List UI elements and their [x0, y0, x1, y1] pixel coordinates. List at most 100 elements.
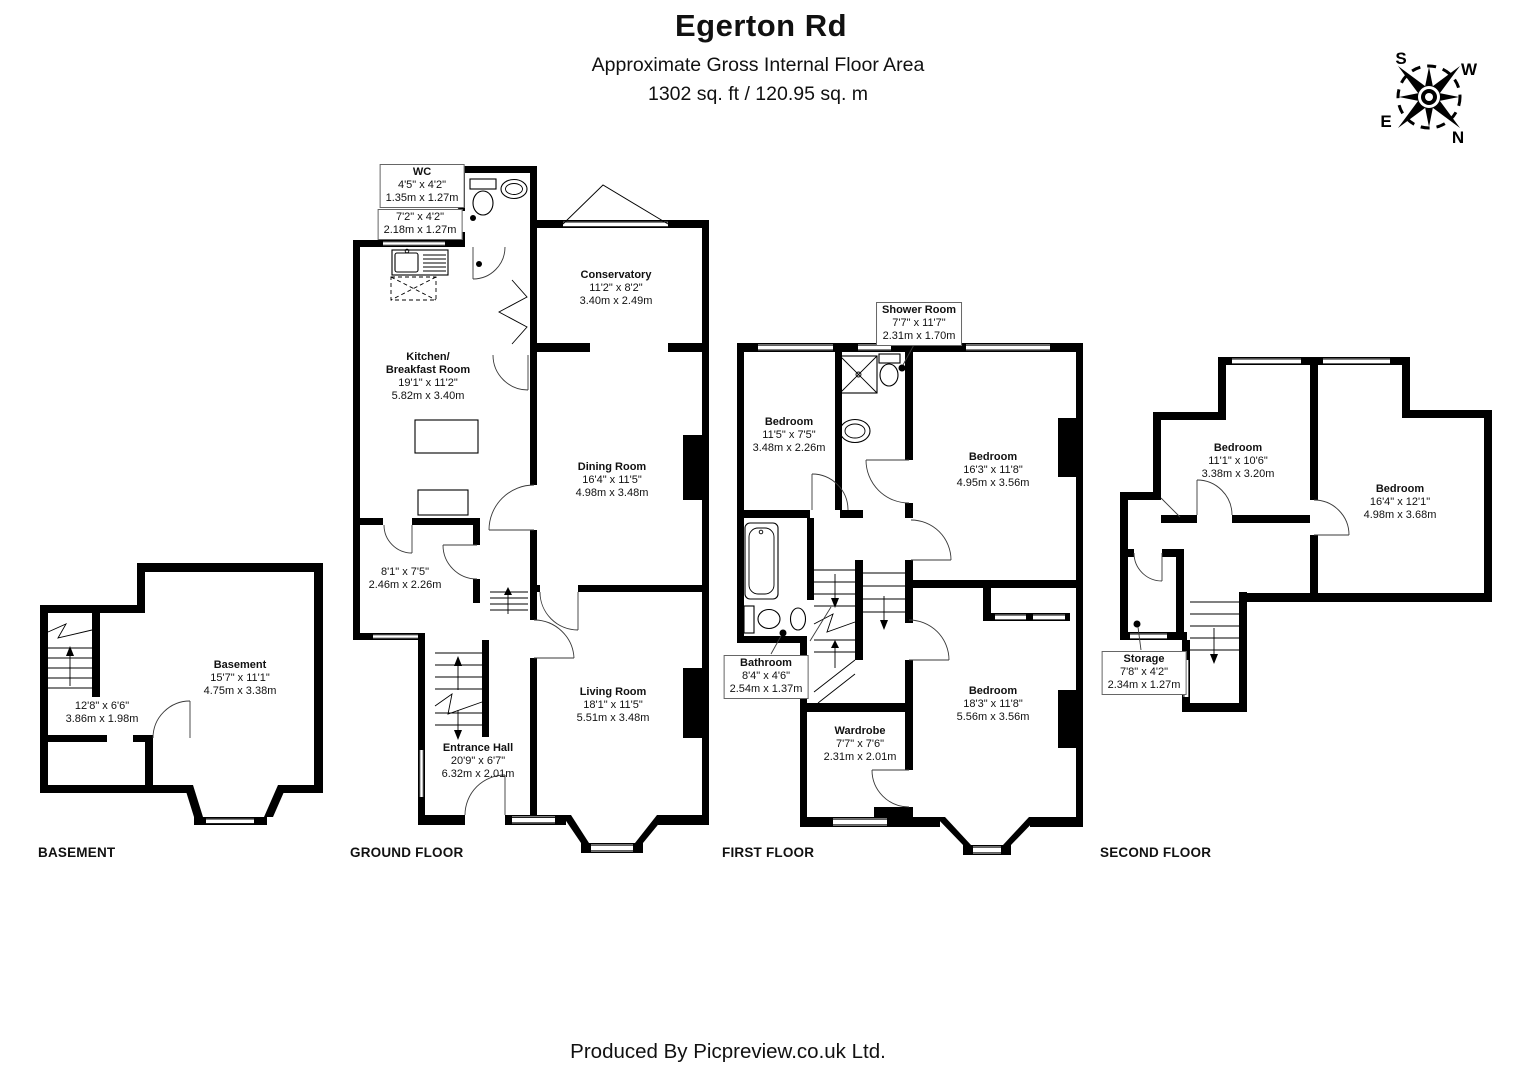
room-dims-metric: 5.51m x 3.48m — [576, 712, 650, 724]
kitchen-sink-icon — [391, 248, 449, 276]
toilet-icon — [878, 353, 901, 387]
caption-second-floor: SECOND FLOOR — [1100, 845, 1212, 860]
toilet-icon — [743, 605, 781, 634]
room-dims-imperial: 8'1" x 7'5" — [380, 566, 430, 578]
room-dims-metric: 3.40m x 2.49m — [579, 295, 653, 307]
room-name: Bedroom — [968, 685, 1018, 697]
room-name: Bedroom — [764, 416, 814, 428]
room-name: Living Room — [579, 686, 647, 698]
door-arc — [152, 700, 191, 739]
ground-stairs-icon — [434, 652, 483, 740]
ground-floorplan — [353, 166, 709, 853]
room-label-living-room: Living Room 18'1" x 11'5" 5.51m x 3.48m — [577, 686, 650, 725]
ground-bay-window — [562, 815, 709, 853]
room-dims-imperial: 19'1" x 11'2" — [398, 377, 458, 389]
basement-bay-window — [184, 785, 287, 825]
wash-basin-icon — [789, 607, 807, 631]
compass-letter-e: E — [1380, 112, 1391, 131]
room-label-wc: WC 4'5" x 4'2" 1.35m x 1.27m — [379, 164, 465, 208]
room-name: Storage — [1123, 653, 1165, 665]
room-label-conservatory: Conservatory 11'2" x 8'2" 3.40m x 2.49m — [580, 269, 653, 308]
first-walls — [737, 343, 1083, 827]
subtitle-floor-area: Approximate Gross Internal Floor Area — [591, 54, 925, 76]
room-label-entrance-hall: Entrance Hall 20'9" x 6'7" 6.32m x 2.01m — [442, 742, 515, 781]
room-dims-imperial: 18'1" x 11'5" — [583, 699, 643, 711]
compass-letter-s: S — [1395, 49, 1406, 68]
room-name: Dining Room — [577, 461, 647, 473]
room-label-wc-lobby: 7'2" x 4'2" 2.18m x 1.27m — [377, 209, 463, 240]
kitchen-table — [414, 419, 479, 454]
room-dims-metric: 2.31m x 1.70m — [882, 330, 956, 342]
room-dims-imperial: 7'8" x 4'2" — [1119, 666, 1169, 678]
first-floorplan — [737, 340, 1083, 855]
room-name: Bedroom — [1213, 442, 1263, 454]
compass-letter-w: W — [1461, 60, 1478, 79]
room-label-basement: Basement 15'7" x 11'1" 4.75m x 3.38m — [204, 659, 277, 698]
first-bay-window — [936, 817, 1083, 855]
compass-rose-icon: S W E N — [1380, 49, 1478, 147]
room-dims-imperial: 7'7" x 7'6" — [835, 738, 885, 750]
room-dims-metric: 3.38m x 3.20m — [1201, 468, 1275, 480]
room-dims-metric: 2.31m x 2.01m — [823, 751, 897, 763]
wash-basin-icon — [500, 178, 528, 200]
room-dims-metric: 2.34m x 1.27m — [1107, 679, 1181, 691]
room-name: Bathroom — [740, 657, 792, 669]
room-dims-imperial: 7'7" x 11'7" — [892, 317, 946, 329]
room-dims-imperial: 16'4" x 12'1" — [1369, 496, 1431, 508]
room-label-rear-hall: 8'1" x 7'5" 2.46m x 2.26m — [369, 566, 442, 592]
room-label-dining-room: Dining Room 16'4" x 11'5" 4.98m x 3.48m — [576, 461, 649, 500]
room-dims-metric: 3.48m x 2.26m — [752, 442, 826, 454]
room-label-shower-room: Shower Room 7'7" x 11'7" 2.31m x 1.70m — [876, 302, 962, 346]
ground-walls — [353, 166, 709, 825]
room-label-bedroom-1: Bedroom 11'5" x 7'5" 3.48m x 2.26m — [753, 416, 826, 455]
room-dims-imperial: 4'5" x 4'2" — [397, 179, 447, 191]
kitchen-counter — [417, 489, 469, 516]
caption-basement: BASEMENT — [38, 845, 116, 860]
second-walls — [1120, 357, 1492, 712]
room-dims-metric: 4.98m x 3.68m — [1363, 509, 1437, 521]
room-label-bedroom-3: Bedroom 18'3" x 11'8" 5.56m x 3.56m — [957, 685, 1030, 724]
room-dims-metric: 6.32m x 2.01m — [441, 768, 515, 780]
room-label-bedroom-4: Bedroom 11'1" x 10'6" 3.38m x 3.20m — [1202, 442, 1275, 481]
door-arcs-second — [1133, 479, 1350, 651]
room-dims-imperial: 18'3" x 11'8" — [963, 698, 1023, 710]
compass-letter-n: N — [1452, 128, 1464, 147]
room-dims-imperial: 12'8" x 6'6" — [74, 700, 130, 712]
second-stairs-icon — [1190, 601, 1239, 664]
room-dims-metric: 4.75m x 3.38m — [203, 685, 277, 697]
wash-basin-icon — [839, 418, 871, 444]
room-dims-metric: 3.86m x 1.98m — [65, 713, 139, 725]
room-name-line2: Breakfast Room — [385, 364, 471, 376]
caption-ground-floor: GROUND FLOOR — [350, 845, 464, 860]
basement-walls — [40, 563, 323, 793]
room-name: Kitchen/ — [406, 351, 450, 363]
room-name: Conservatory — [580, 269, 652, 281]
room-dims-metric: 5.56m x 3.56m — [956, 711, 1030, 723]
room-dims-metric: 5.82m x 3.40m — [391, 390, 465, 402]
basement-floorplan — [40, 563, 323, 825]
shower-tray-icon — [839, 355, 878, 394]
caption-first-floor: FIRST FLOOR — [722, 845, 815, 860]
room-dims-imperial: 16'4" x 11'5" — [582, 474, 642, 486]
basement-stairs-icon — [47, 623, 93, 689]
room-name: Entrance Hall — [442, 742, 514, 754]
room-label-bedroom-2: Bedroom 16'3" x 11'8" 4.95m x 3.56m — [957, 451, 1030, 490]
room-dims-metric: 2.18m x 1.27m — [383, 224, 457, 236]
second-floorplan — [1120, 357, 1492, 712]
first-stairs-icon — [813, 569, 905, 704]
room-dims-metric: 4.95m x 3.56m — [956, 477, 1030, 489]
room-name: Shower Room — [882, 304, 956, 316]
room-dims-imperial: 16'3" x 11'8" — [963, 464, 1023, 476]
room-label-bedroom-5: Bedroom 16'4" x 12'1" 4.98m x 3.68m — [1364, 483, 1437, 522]
room-name: Wardrobe — [834, 725, 886, 737]
room-dims-imperial: 11'2" x 8'2" — [589, 282, 643, 294]
room-name: Bedroom — [968, 451, 1018, 463]
room-dims-metric: 1.35m x 1.27m — [385, 192, 459, 204]
room-dims-imperial: 15'7" x 11'1" — [210, 672, 270, 684]
room-dims-imperial: 7'2" x 4'2" — [395, 211, 445, 223]
room-dims-imperial: 20'9" x 6'7" — [450, 755, 506, 767]
room-name: WC — [412, 166, 432, 178]
room-label-bathroom: Bathroom 8'4" x 4'6" 2.54m x 1.37m — [723, 655, 809, 699]
toilet-icon — [469, 178, 497, 216]
